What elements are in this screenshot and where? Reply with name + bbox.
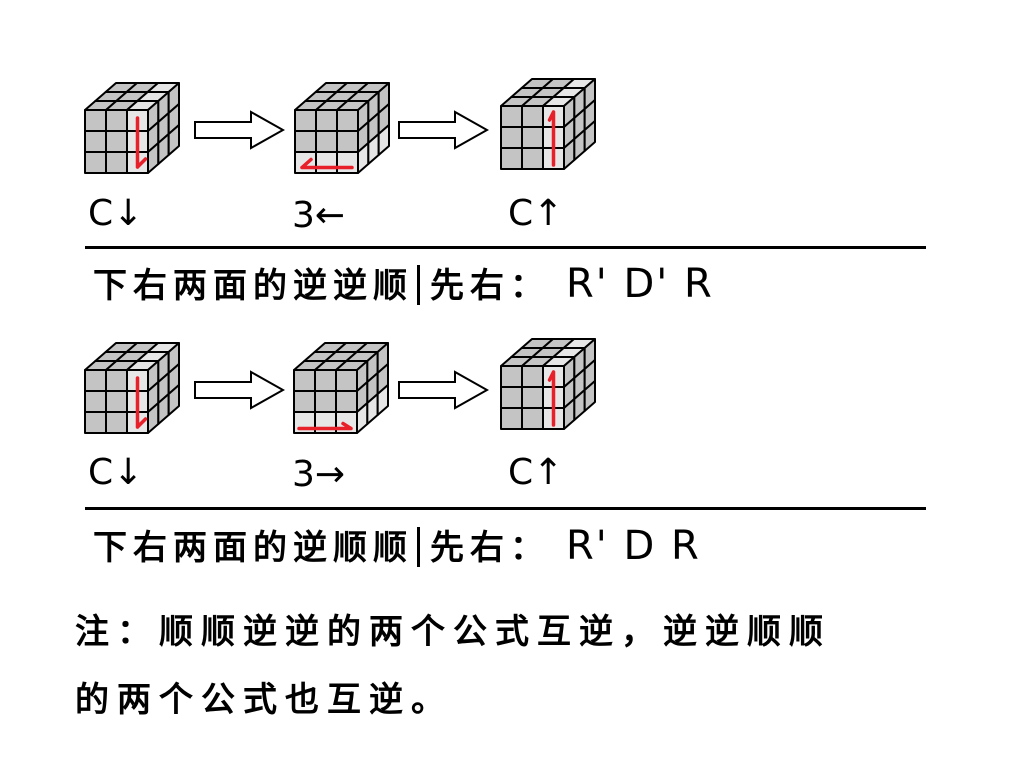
right-arrow-icon xyxy=(194,370,285,410)
front-sticker xyxy=(500,105,523,128)
front-sticker xyxy=(500,147,523,170)
front-sticker xyxy=(500,126,523,149)
step-label-1-2: 3← xyxy=(292,195,346,236)
front-sticker xyxy=(105,411,128,434)
right-arrow-icon xyxy=(398,110,489,150)
front-sticker xyxy=(500,407,523,430)
front-sticker xyxy=(294,130,317,153)
divider-2 xyxy=(85,507,926,510)
block-arrow-2-1 xyxy=(194,370,285,410)
front-sticker xyxy=(84,390,107,413)
front-sticker xyxy=(314,369,337,392)
front-sticker xyxy=(315,130,338,153)
block-arrow-1-1 xyxy=(194,110,285,150)
cube-step-1-3 xyxy=(500,78,596,170)
cube-step-2-3 xyxy=(500,338,596,430)
side-sticker xyxy=(376,384,389,416)
formula-moves-2: R' D R xyxy=(566,523,701,569)
formula-prefix-2: 先右： xyxy=(430,528,550,568)
front-sticker xyxy=(335,390,358,413)
front-sticker xyxy=(521,386,544,409)
front-sticker xyxy=(336,109,359,132)
step-label-1-3: C↑ xyxy=(508,193,564,234)
note-line-2: 的两个公式也互逆。 xyxy=(75,680,453,720)
note-line-1: 注：顺顺逆逆的两个公式互逆，逆逆顺顺 xyxy=(75,612,831,652)
cube-step-1-2 xyxy=(294,82,390,174)
cube-step-1-1 xyxy=(84,82,180,174)
side-sticker xyxy=(583,380,596,412)
block-arrow-1-2 xyxy=(398,110,489,150)
front-sticker xyxy=(315,151,338,174)
block-arrow-2-2 xyxy=(398,370,489,410)
front-sticker xyxy=(521,126,544,149)
side-sticker xyxy=(167,384,180,416)
step-label-2-3: C↑ xyxy=(508,452,564,493)
move-arrow-down-icon xyxy=(135,376,148,429)
front-sticker xyxy=(105,369,128,392)
move-arrow-left-icon xyxy=(300,157,354,170)
front-sticker xyxy=(105,109,128,132)
front-sticker xyxy=(500,365,523,388)
side-sticker xyxy=(377,124,390,156)
move-arrow-up-icon xyxy=(547,110,556,167)
step-label-1-1: C↓ xyxy=(88,193,144,234)
formula-line-1: 下右两面的逆逆顺先右： R' D' R xyxy=(93,264,714,305)
move-arrow-right-icon xyxy=(297,421,353,431)
move-arrow-up-icon xyxy=(547,370,556,427)
formula-description-2: 下右两面的逆顺顺 xyxy=(93,528,413,568)
front-sticker xyxy=(84,109,107,132)
formula-prefix-1: 先右： xyxy=(430,266,550,306)
front-sticker xyxy=(84,130,107,153)
formula-description-1: 下右两面的逆逆顺 xyxy=(93,266,413,306)
front-sticker xyxy=(335,369,358,392)
front-sticker xyxy=(84,411,107,434)
front-sticker xyxy=(293,390,316,413)
step-label-2-1: C↓ xyxy=(88,452,144,493)
separator-bar-2 xyxy=(417,527,420,567)
front-sticker xyxy=(521,147,544,170)
side-sticker xyxy=(167,124,180,156)
step-label-2-2: 3→ xyxy=(292,454,346,495)
front-sticker xyxy=(521,407,544,430)
right-arrow-icon xyxy=(398,370,489,410)
front-sticker xyxy=(294,109,317,132)
formula-line-2: 下右两面的逆顺顺先右： R' D R xyxy=(93,526,701,567)
front-sticker xyxy=(105,390,128,413)
front-sticker xyxy=(500,386,523,409)
right-arrow-icon xyxy=(194,110,285,150)
cube-step-2-2 xyxy=(293,342,389,434)
front-sticker xyxy=(336,151,359,174)
front-sticker xyxy=(105,130,128,153)
front-sticker xyxy=(293,369,316,392)
front-sticker xyxy=(336,130,359,153)
front-sticker xyxy=(84,369,107,392)
front-sticker xyxy=(84,151,107,174)
side-sticker xyxy=(583,120,596,152)
move-arrow-down-icon xyxy=(135,116,148,169)
divider-1 xyxy=(85,246,926,249)
front-sticker xyxy=(521,365,544,388)
separator-bar-1 xyxy=(417,265,420,305)
front-sticker xyxy=(105,151,128,174)
front-sticker xyxy=(521,105,544,128)
cube-step-2-1 xyxy=(84,342,180,434)
front-sticker xyxy=(314,390,337,413)
front-sticker xyxy=(315,109,338,132)
formula-moves-1: R' D' R xyxy=(566,261,714,307)
